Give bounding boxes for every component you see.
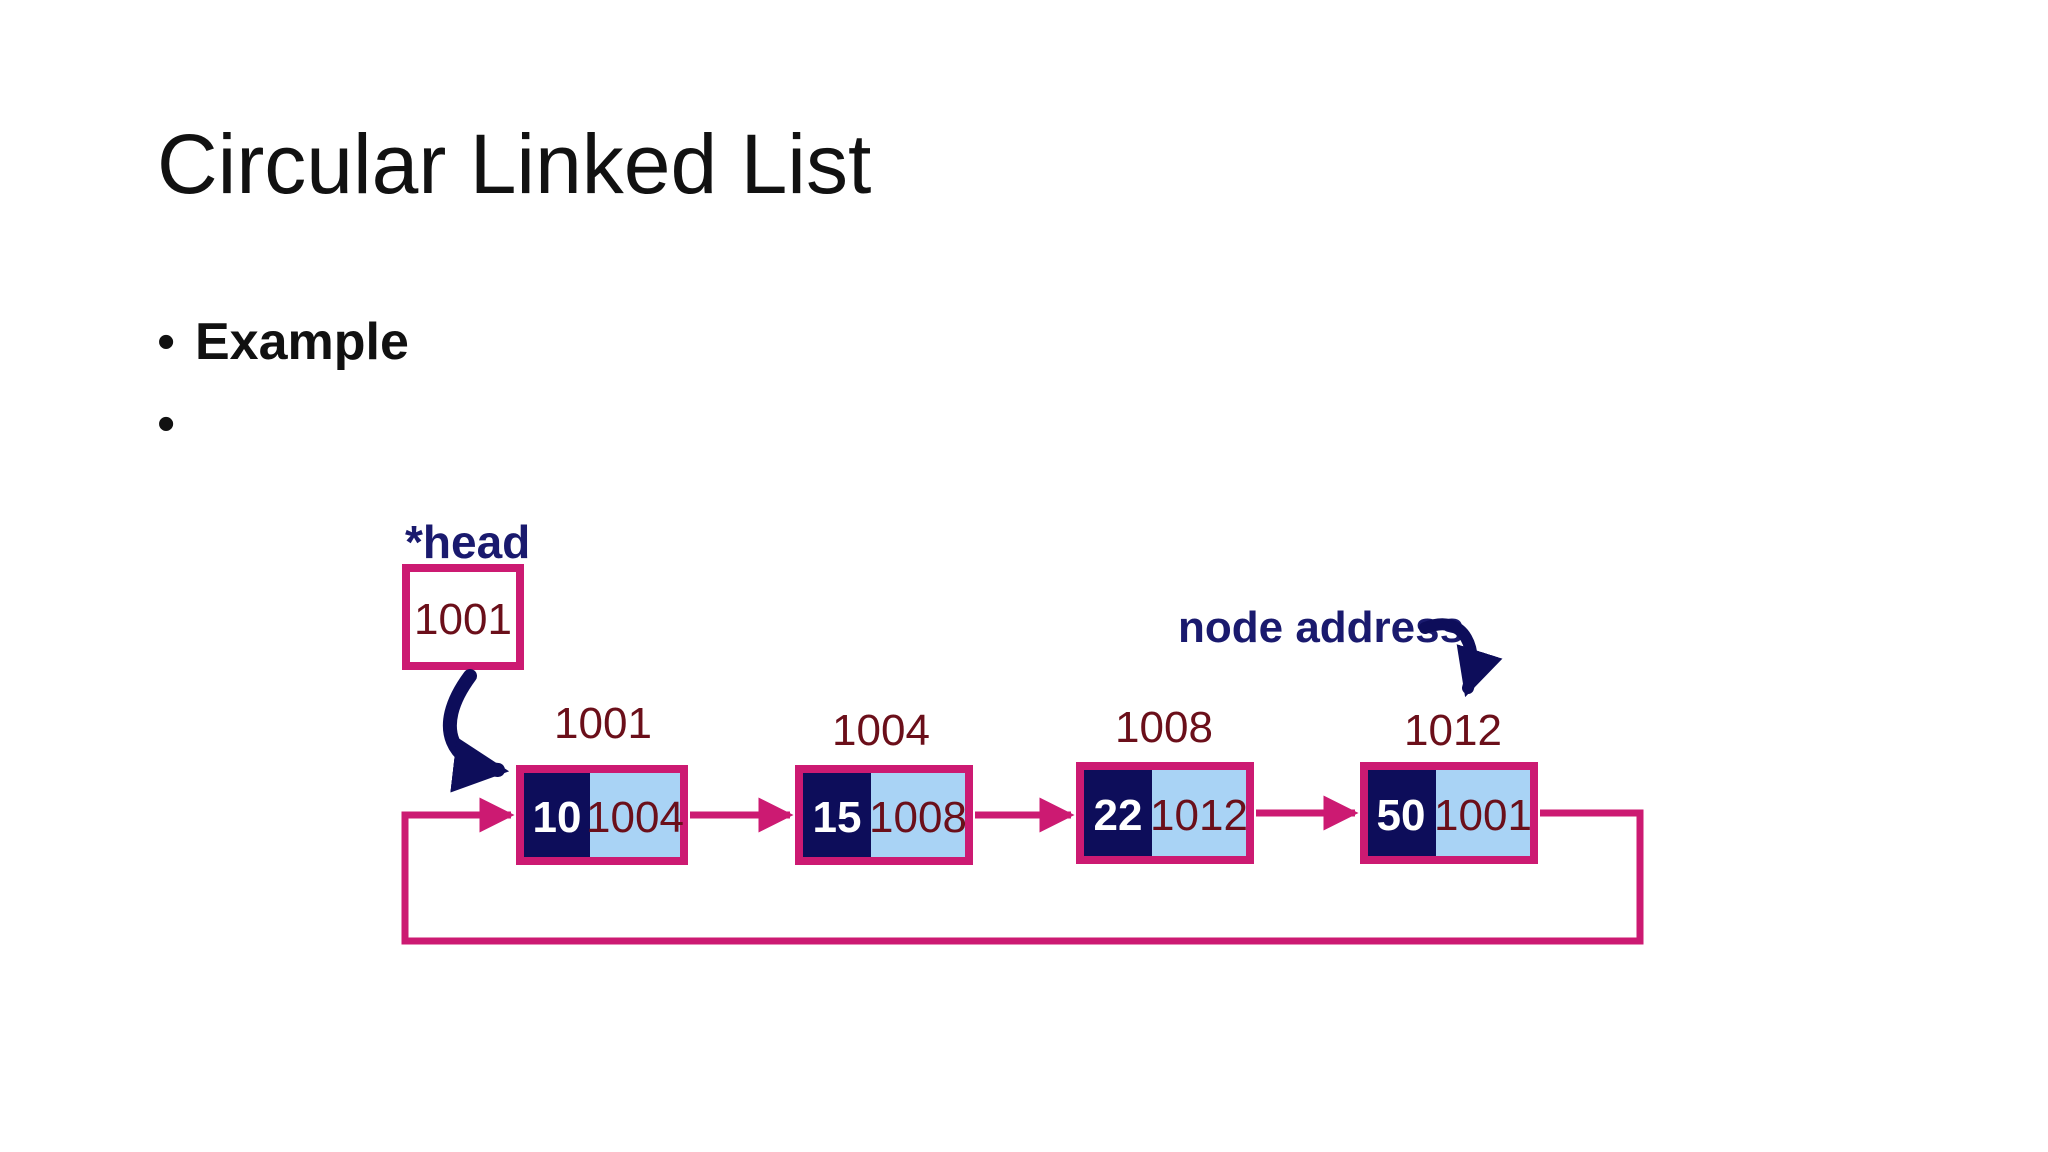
node-pointer-cell: [1436, 770, 1530, 856]
node-4: 1012 50 1001: [1360, 706, 1538, 864]
node-address-annotation: node address: [1178, 603, 1464, 652]
node-pointer-cell: [1152, 770, 1246, 856]
bullet-item: • Example: [157, 310, 409, 392]
bullet-dot-icon: •: [157, 395, 176, 453]
node-next-pointer: 1001: [1434, 791, 1532, 840]
slide-title: Circular Linked List: [157, 117, 872, 211]
node-data-cell: [1084, 770, 1152, 856]
bullet-list: • Example •: [157, 310, 409, 474]
node-data-cell: [524, 773, 590, 857]
circular-return-arrow: [401, 797, 1644, 945]
head-curved-arrow: [443, 669, 510, 793]
node-2: 1004 15 1008: [795, 706, 973, 865]
node-data: 15: [813, 793, 862, 842]
node-next-pointer: 1008: [869, 793, 967, 842]
node-3: 1008 22 1012: [1076, 703, 1254, 864]
node-next-pointer: 1004: [586, 793, 684, 842]
node-pointer-cell: [871, 773, 965, 857]
node-address: 1012: [1404, 706, 1502, 755]
node-address: 1004: [832, 706, 930, 755]
node-pointer-cell: [590, 773, 680, 857]
node-data: 50: [1377, 791, 1426, 840]
node-data-cell: [803, 773, 871, 857]
head-value: 1001: [414, 595, 512, 644]
node-data-cell: [1368, 770, 1436, 856]
node-data: 10: [533, 793, 582, 842]
bullet-text: Example: [195, 313, 409, 371]
head-box: [402, 564, 524, 670]
node-data: 22: [1094, 791, 1143, 840]
bullet-dot-icon: •: [157, 313, 176, 371]
head-label: *head: [405, 516, 530, 568]
node-next-pointer: 1012: [1150, 791, 1248, 840]
node-address: 1001: [554, 699, 652, 748]
node-address: 1008: [1115, 703, 1213, 752]
node-1: 1001 10 1004: [516, 699, 688, 865]
annotation-curved-arrow: [1419, 618, 1503, 698]
bullet-item: •: [157, 392, 409, 474]
